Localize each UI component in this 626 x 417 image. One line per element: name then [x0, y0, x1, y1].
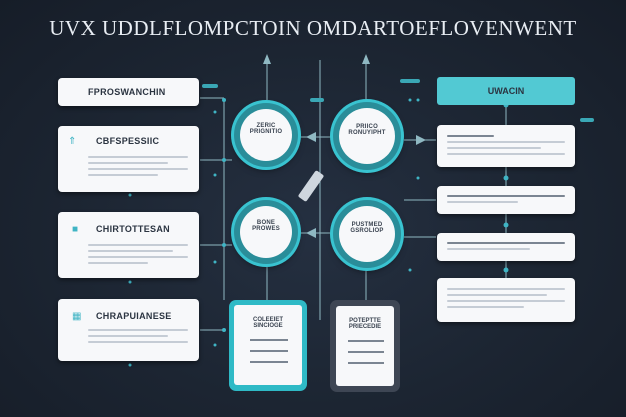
- connector-chip: [310, 98, 324, 102]
- right-card-4: [437, 278, 575, 322]
- circle-node-4: PUSTMED GSROLIOP: [333, 200, 401, 268]
- document-icon: ▦: [72, 311, 82, 322]
- connector-chip: [580, 118, 594, 122]
- right-badge: UWACIN: [437, 77, 575, 105]
- left-card-2-label: CBFSPESSIIC: [96, 136, 160, 146]
- right-card-1: [437, 125, 575, 167]
- left-card-2: ⇑ CBFSPESSIIC: [58, 126, 199, 192]
- circle-node-2-label: PRIICO RONUYIPHT: [348, 124, 386, 136]
- circle-node-2: PRIICO RONUYIPHT: [333, 102, 401, 170]
- diagram-title: UVX UDDLFLOMPCTOIN OMDARTOEFLOVENWENT: [49, 16, 577, 40]
- right-card-2: [437, 186, 575, 214]
- left-card-1: FPROSWANCHIN: [58, 78, 199, 106]
- circle-node-3: BONE PROWES: [234, 200, 298, 264]
- circle-node-4-label: PUSTMED GSROLIOP: [350, 222, 384, 234]
- phone-1-lines: [250, 339, 288, 372]
- left-card-1-label: FPROSWANCHIN: [88, 87, 166, 97]
- connector-chip: [202, 84, 218, 88]
- phone-mockup-2: POTEPTTE PRIECEDIE: [330, 300, 400, 392]
- clipboard-icon: ■: [72, 224, 79, 235]
- circle-node-1-label: ZERIC PRIGNITIO: [249, 123, 283, 135]
- left-card-3-label: CHIRTOTTESAN: [96, 224, 170, 234]
- phone-2-lines: [348, 340, 384, 373]
- left-card-3-text: [88, 244, 188, 268]
- left-card-4-label: CHRAPUIANESE: [96, 311, 172, 321]
- circle-node-1: ZERIC PRIGNITIO: [234, 103, 298, 167]
- left-card-4: ▦ CHRAPUIANESE: [58, 299, 199, 361]
- left-card-3: ■ CHIRTOTTESAN: [58, 212, 199, 278]
- circle-node-3-label: BONE PROWES: [252, 220, 280, 232]
- right-badge-label: UWACIN: [487, 86, 525, 96]
- right-card-4-text: [447, 288, 565, 312]
- phone-2-label: POTEPTTE PRIECEDIE: [348, 318, 382, 330]
- right-card-3-text: [447, 242, 565, 254]
- right-card-3: [437, 233, 575, 261]
- phone-1-label: COLEEIET SINCIOGE: [252, 317, 283, 329]
- left-card-4-text: [88, 329, 188, 347]
- chart-icon: ⇑: [68, 136, 77, 147]
- right-card-2-text: [447, 195, 565, 207]
- left-card-2-text: [88, 156, 188, 180]
- right-card-1-text: [447, 135, 565, 159]
- phone-mockup-1: COLEEIET SINCIOGE: [229, 300, 307, 391]
- connector-chip: [400, 79, 420, 83]
